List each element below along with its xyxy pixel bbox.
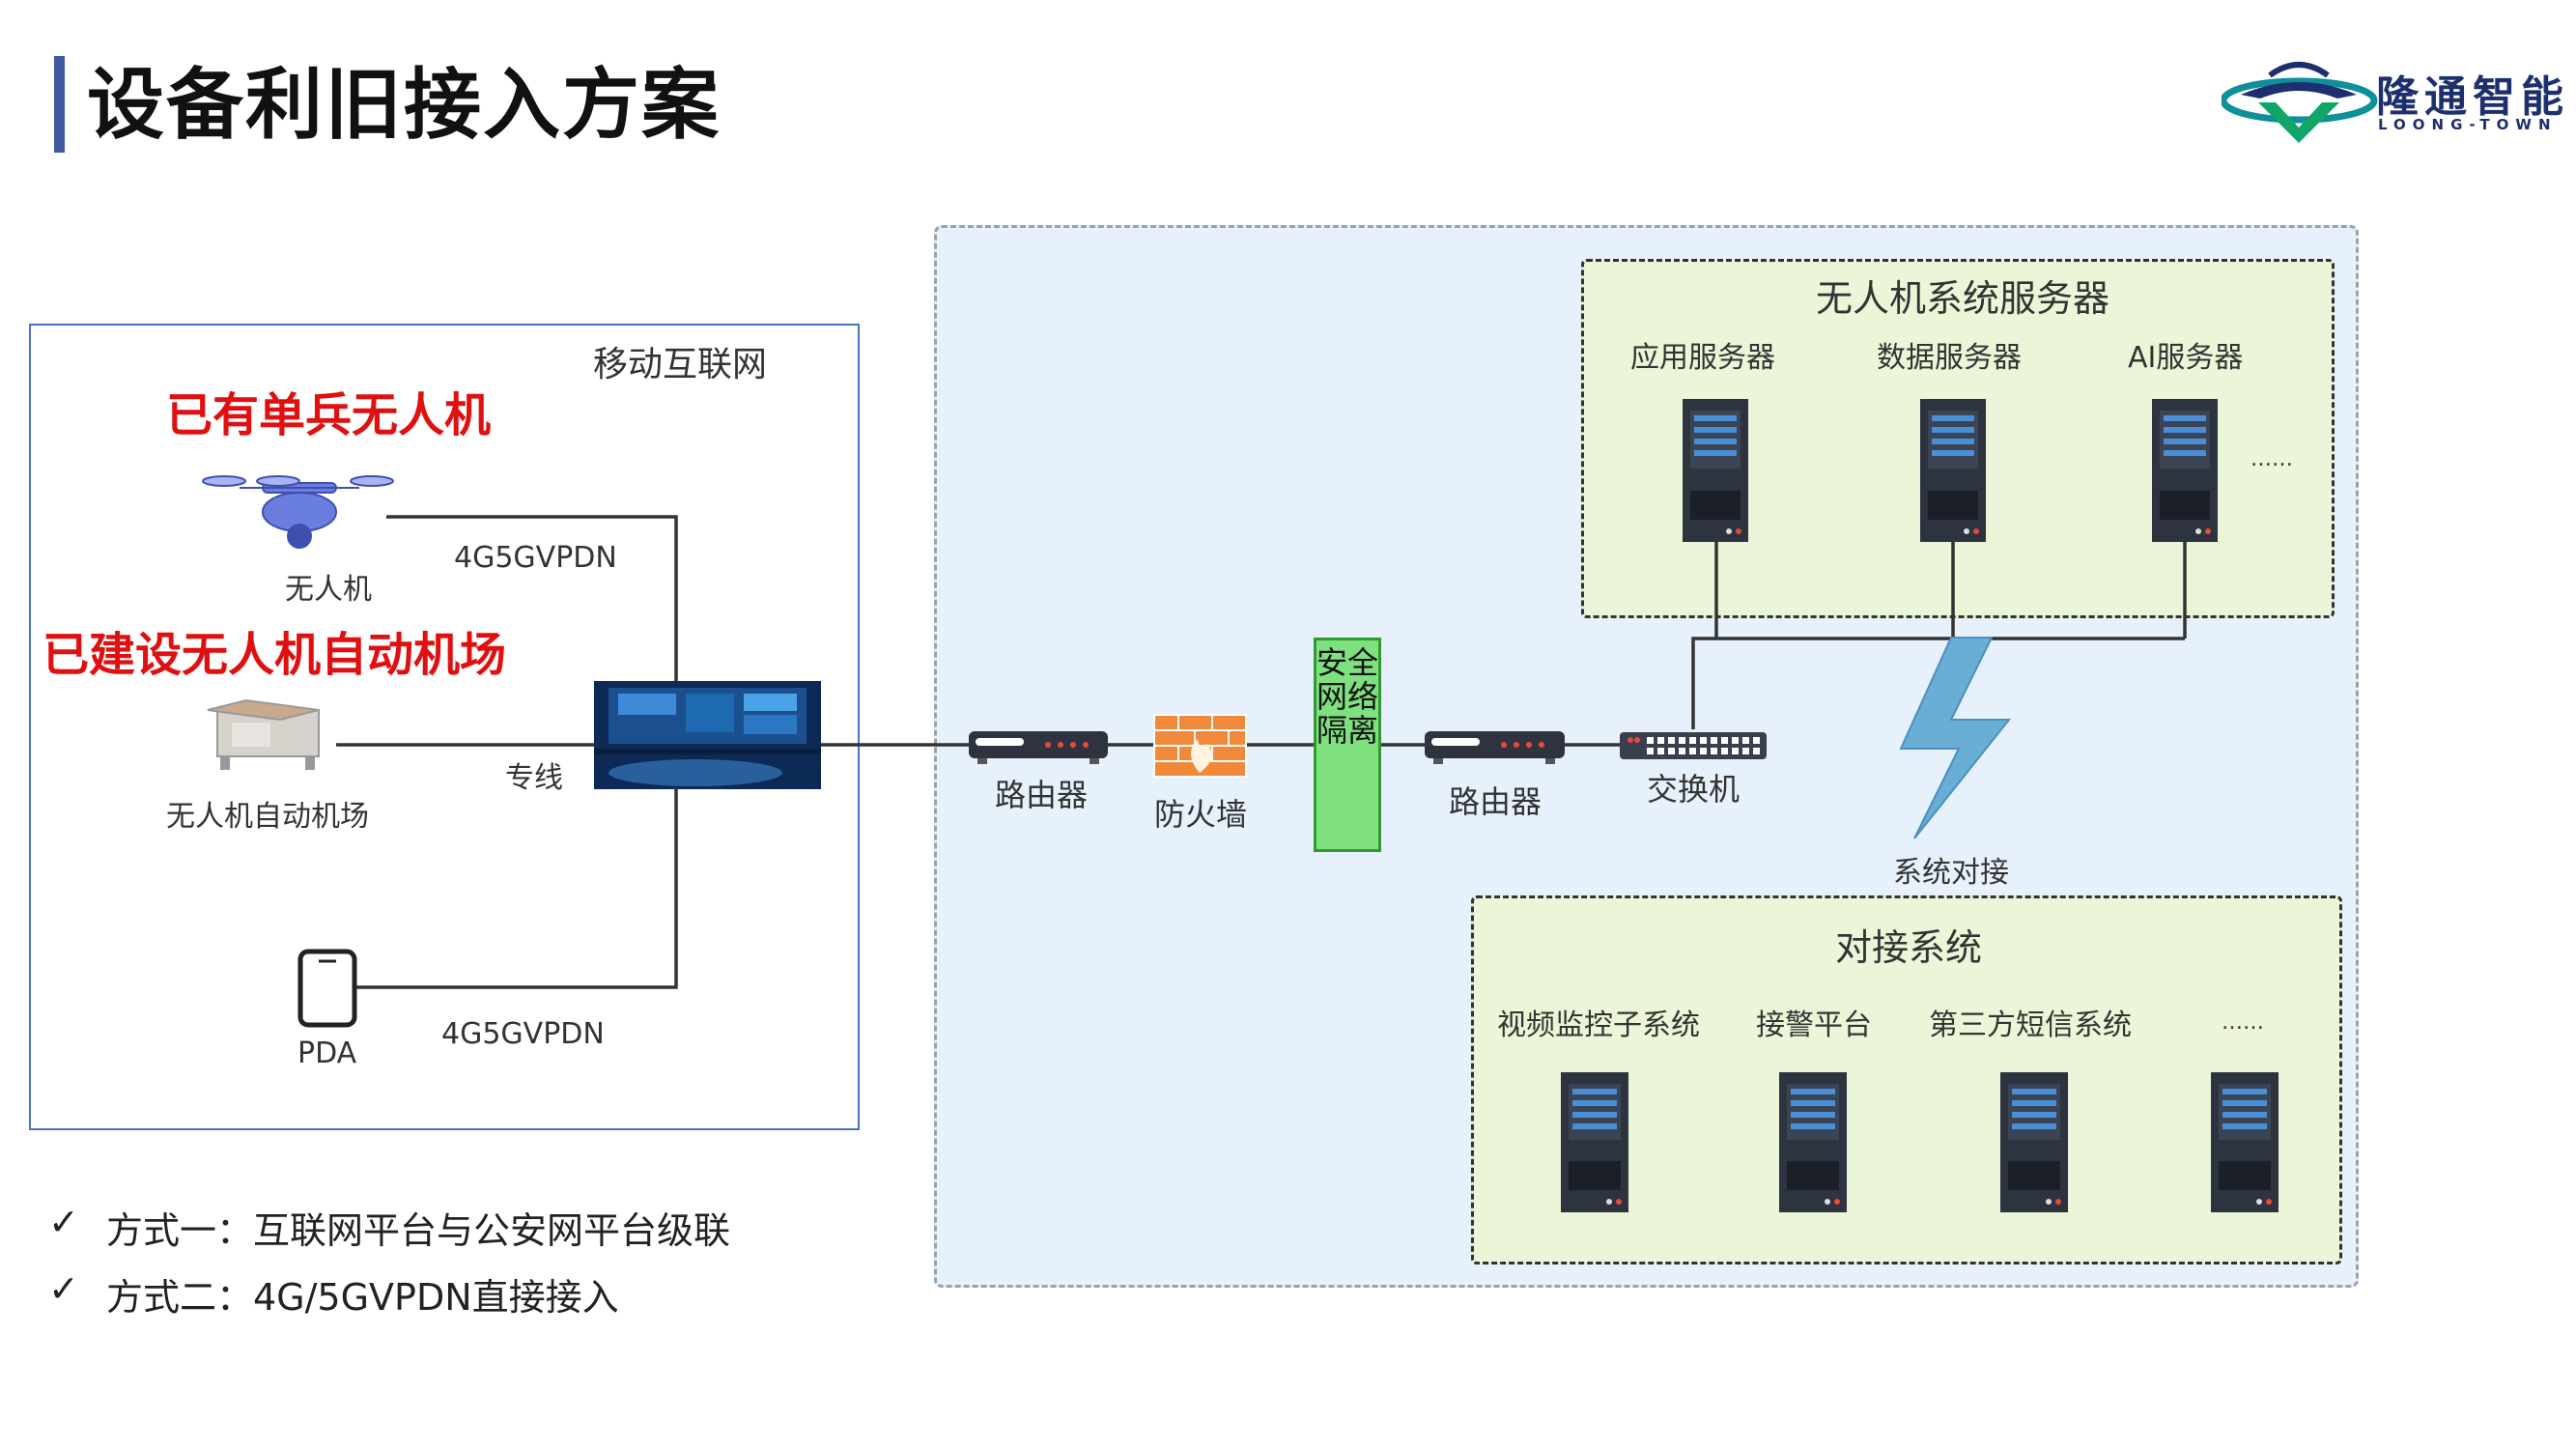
lightning-icon	[1899, 637, 2012, 839]
airport-link-label: 专线	[505, 761, 563, 795]
server-icon-ai	[2152, 399, 2218, 542]
drone-server-group-title: 无人机系统服务器	[1816, 277, 2110, 320]
server-icon-more	[2211, 1072, 2279, 1212]
page-title: 设备利旧接入方案	[87, 60, 721, 150]
video-system-label: 视频监控子系统	[1497, 1009, 1700, 1042]
drone-connection-line	[386, 515, 678, 686]
bullet-check-icon-1: ✓	[48, 1201, 79, 1243]
app-server-label: 应用服务器	[1630, 341, 1775, 375]
server-icon-video	[1561, 1072, 1628, 1212]
server-icon-sms	[2000, 1072, 2068, 1212]
logo-mark	[2222, 62, 2378, 143]
router-icon-2	[1425, 731, 1565, 764]
security-isolation-box: 安全网络隔离	[1314, 638, 1381, 852]
sms-system-label: 第三方短信系统	[1929, 1009, 2132, 1042]
command-center-screen	[594, 681, 821, 789]
title-accent-bar	[54, 56, 65, 153]
server-more-ellipsis: ……	[2250, 447, 2293, 471]
alarm-platform-label: 接警平台	[1756, 1009, 1872, 1042]
drone-icon	[202, 475, 394, 549]
router2-label: 路由器	[1449, 783, 1543, 820]
pda-icon	[297, 949, 357, 1028]
mobile-internet-panel	[29, 324, 860, 1130]
firewall-icon	[1153, 714, 1247, 778]
server-icon-data	[1920, 399, 1986, 542]
server-icon-alarm	[1779, 1072, 1847, 1212]
pda-connection-line	[355, 787, 678, 989]
drone-link-label: 4G5GVPDN	[454, 541, 617, 575]
built-airport-heading: 已建设无人机自动机场	[42, 628, 507, 682]
switch-label: 交换机	[1647, 771, 1741, 808]
firewall-label: 防火墙	[1154, 796, 1248, 833]
system-link-label: 系统对接	[1893, 856, 2009, 890]
router-icon-1	[969, 731, 1108, 764]
ai-server-label: AI服务器	[2128, 341, 2244, 375]
mobile-internet-label: 移动互联网	[593, 345, 768, 384]
docking-group-title: 对接系统	[1835, 926, 1983, 969]
pda-link-label: 4G5GVPDN	[441, 1017, 605, 1051]
logo-text-cn: 隆通智能	[2376, 72, 2569, 122]
logo-text-en: LOONG-TOWN	[2378, 116, 2558, 133]
bullet-method-two: 方式二：4G/5GVPDN直接接入	[106, 1276, 619, 1319]
drone-airport-icon	[207, 698, 320, 770]
switch-icon	[1620, 732, 1767, 759]
bullet-check-icon-2: ✓	[48, 1267, 79, 1310]
existing-drone-heading: 已有单兵无人机	[166, 388, 492, 442]
data-server-label: 数据服务器	[1877, 341, 2022, 375]
drone-airport-label: 无人机自动机场	[166, 800, 369, 834]
bullet-method-one: 方式一：互联网平台与公安网平台级联	[106, 1209, 731, 1252]
pda-label: PDA	[297, 1037, 357, 1070]
server-icon-app	[1683, 399, 1748, 542]
docking-more-ellipsis: ……	[2222, 1010, 2264, 1035]
router1-label: 路由器	[995, 777, 1089, 813]
drone-label: 无人机	[285, 573, 372, 607]
